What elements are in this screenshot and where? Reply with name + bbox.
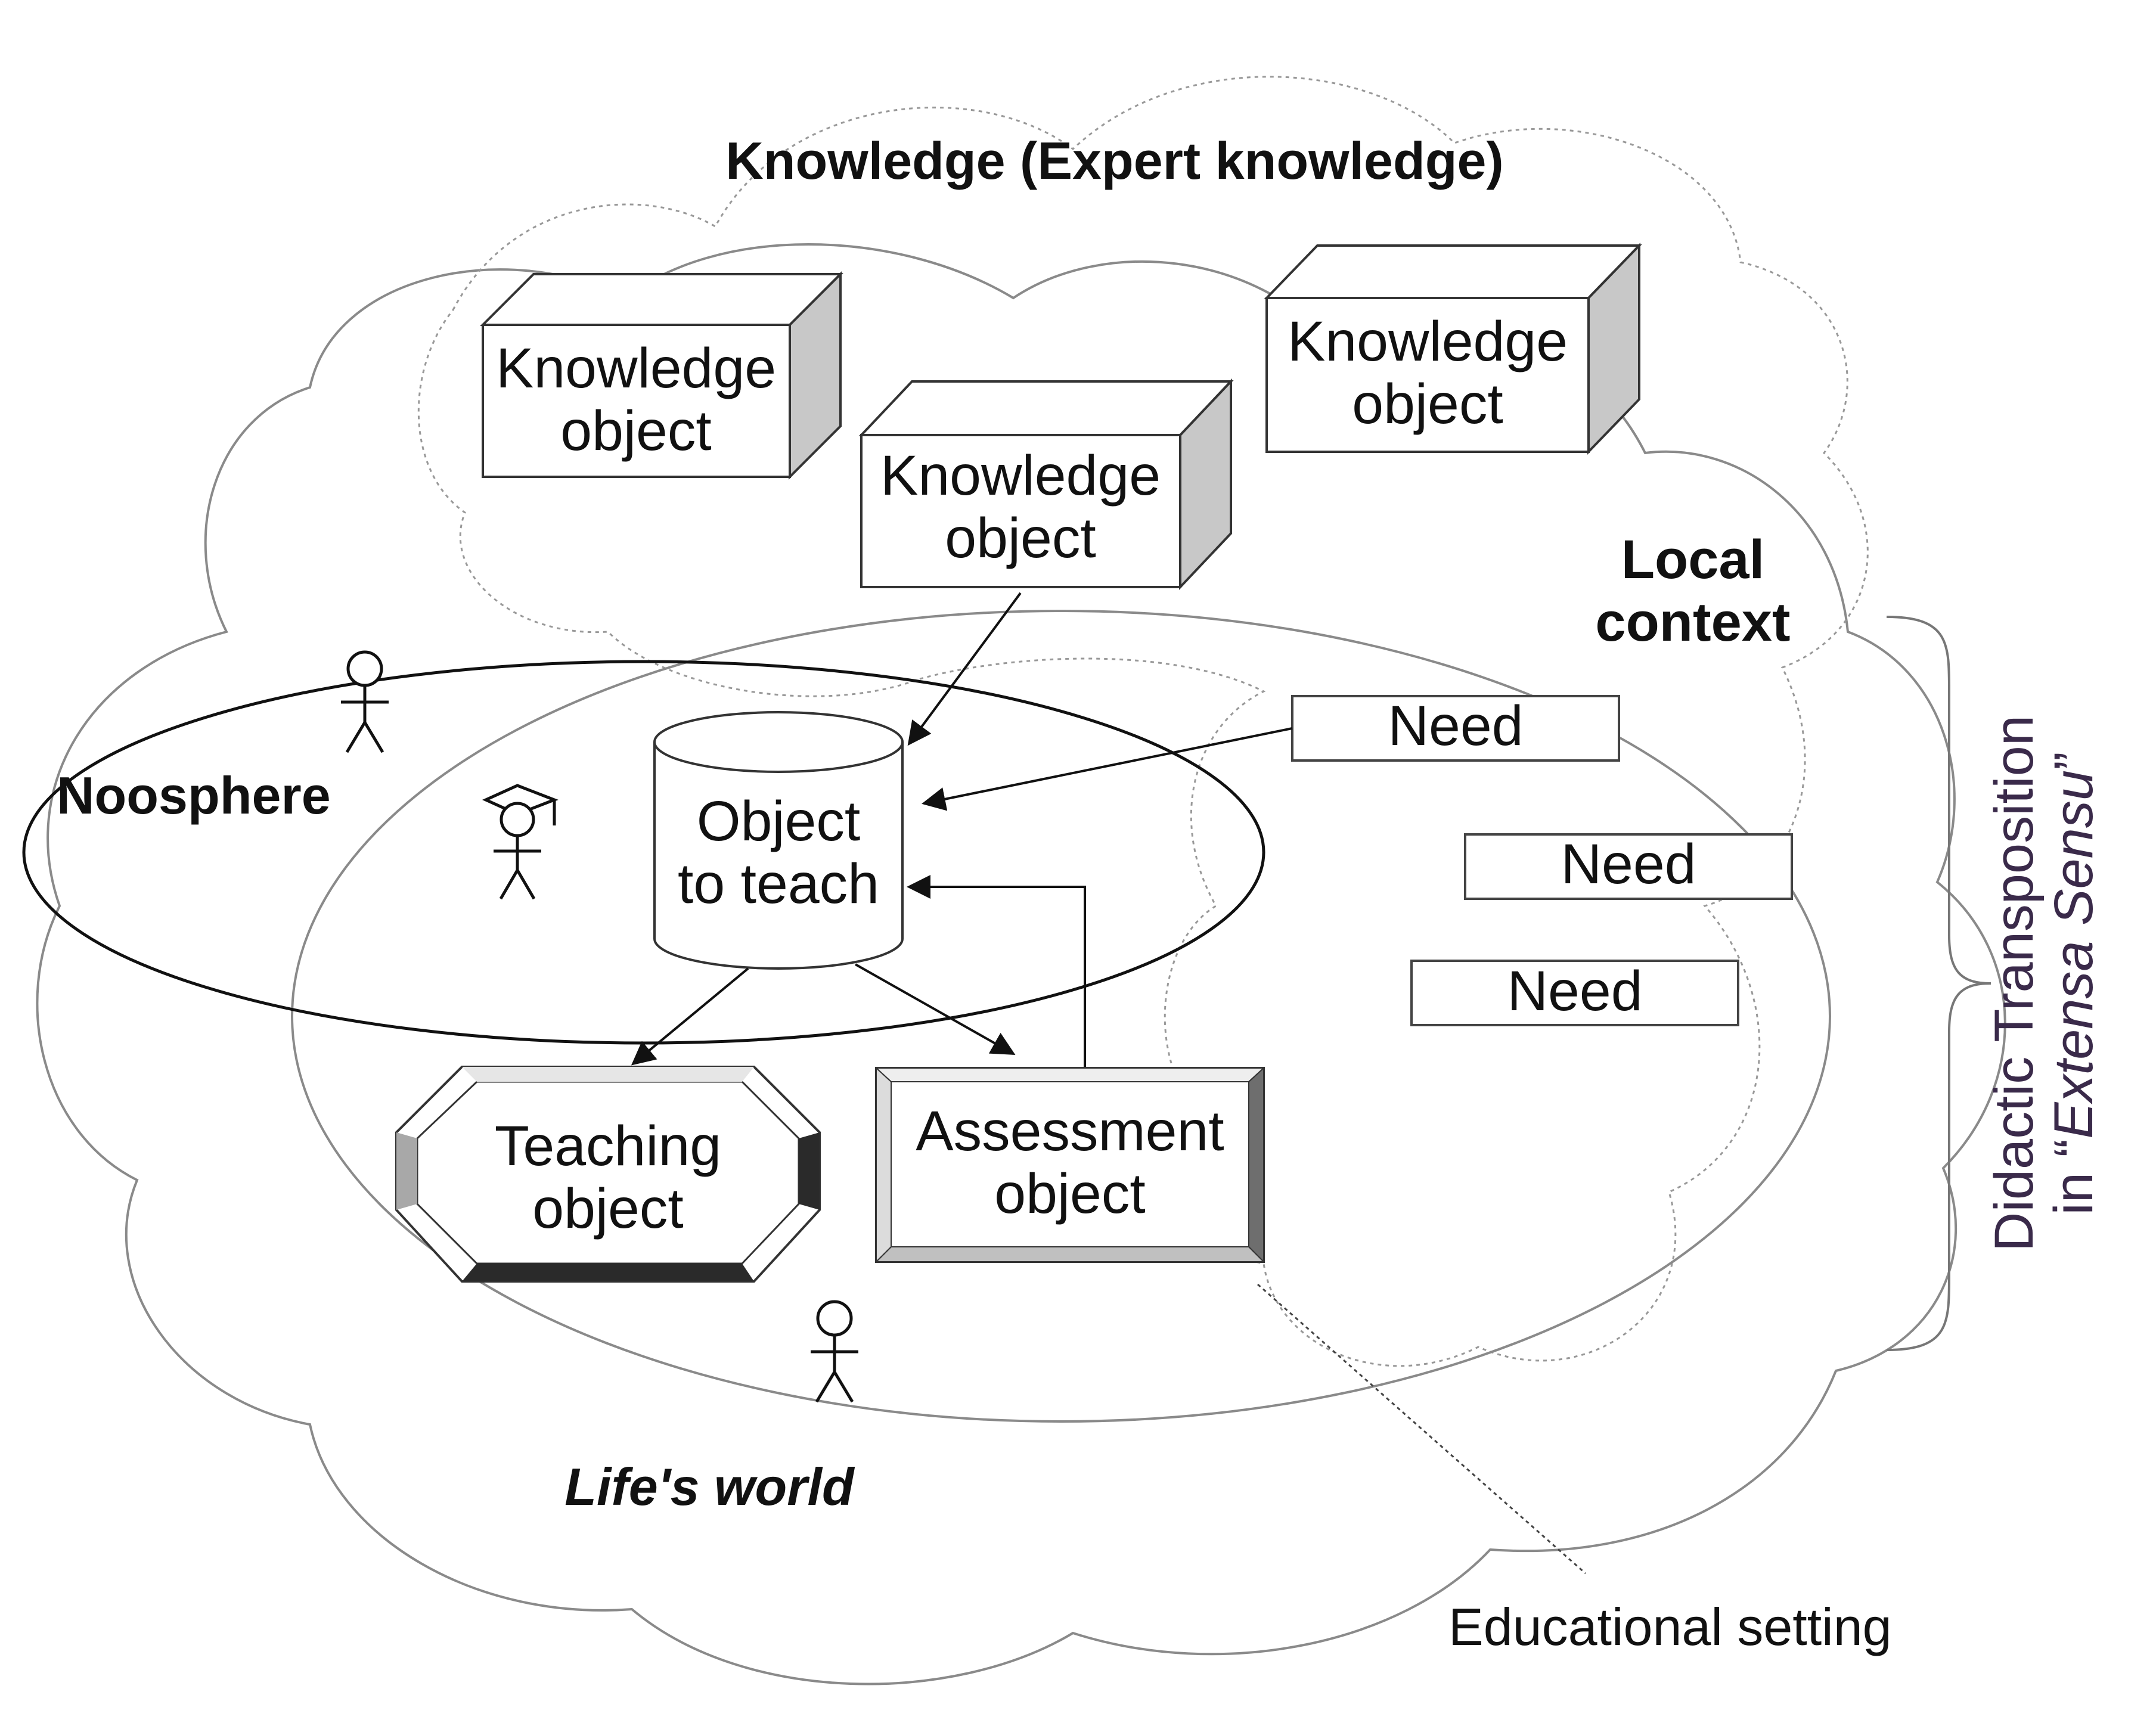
arrow-object-to-assessment — [855, 963, 1016, 1055]
side-label-line1: Didactic Transposition — [1984, 715, 2045, 1252]
teaching-object-line2: object — [532, 1177, 684, 1240]
arrow-knowledge-to-object — [907, 592, 1022, 746]
knowledge-object-2-line2: object — [945, 507, 1096, 570]
side-label-line2-italic: Extensa Sensu — [2043, 770, 2104, 1139]
need-box-2: Need — [1464, 833, 1793, 900]
side-label-line2-prefix: in “ — [2043, 1139, 2104, 1215]
arrow-need-to-object — [922, 727, 1293, 811]
teaching-object-shape: Teaching object — [395, 1066, 821, 1283]
expert-knowledge-title: Knowledge (Expert knowledge) — [725, 131, 1503, 190]
local-context-cloud — [36, 243, 2006, 1685]
knowledge-object-2-line1: Knowledge — [880, 444, 1161, 507]
teaching-object-line1: Teaching — [495, 1115, 721, 1178]
noosphere-label: Noosphere — [57, 766, 331, 825]
knowledge-object-3-line2: object — [1352, 373, 1503, 436]
arrow-object-to-teaching — [631, 967, 749, 1066]
need-box-1: Need — [1291, 694, 1620, 762]
local-context-label-line1: Local — [1621, 529, 1764, 590]
need-box-3: Need — [1410, 960, 1739, 1026]
expert-knowledge-cloud — [417, 76, 1869, 1367]
educational-setting-pointer — [1257, 1283, 1586, 1575]
knowledge-object-1-line2: object — [560, 399, 712, 462]
knowledge-object-1-line1: Knowledge — [496, 337, 776, 400]
need-label-1: Need — [1388, 694, 1523, 758]
person-icon-noosphere — [341, 650, 389, 753]
knowledge-object-box-3: Knowledge object — [1264, 243, 1642, 455]
side-label-line2: in “Extensa Sensu” — [2043, 752, 2104, 1215]
knowledge-object-3-line1: Knowledge — [1288, 310, 1568, 373]
local-context-label-line2: context — [1595, 592, 1790, 653]
side-label-line2-suffix: ” — [2043, 752, 2104, 770]
educational-setting-label: Educational setting — [1448, 1597, 1892, 1656]
assessment-object-shape: Assessment object — [874, 1066, 1265, 1264]
assessment-object-line1: Assessment — [916, 1100, 1224, 1163]
need-label-2: Need — [1561, 833, 1696, 896]
assessment-object-line2: object — [994, 1162, 1146, 1225]
knowledge-object-box-2: Knowledge object — [858, 378, 1234, 591]
lifes-world-ellipse — [291, 610, 1831, 1423]
didactic-transposition-brace — [1886, 616, 1991, 1351]
object-to-teach-line2: to teach — [678, 852, 879, 915]
noosphere-ellipse — [22, 660, 1265, 1045]
object-to-teach-line1: Object — [697, 790, 861, 853]
object-to-teach-cylinder: Object to teach — [653, 711, 904, 970]
arrow-assessment-to-object — [907, 875, 1086, 1067]
teacher-icon — [482, 784, 559, 900]
knowledge-object-box-1: Knowledge object — [480, 271, 843, 480]
need-label-3: Need — [1507, 960, 1642, 1023]
person-icon-lifes-world — [811, 1300, 858, 1403]
lifes-world-label: Life's world — [564, 1457, 855, 1516]
